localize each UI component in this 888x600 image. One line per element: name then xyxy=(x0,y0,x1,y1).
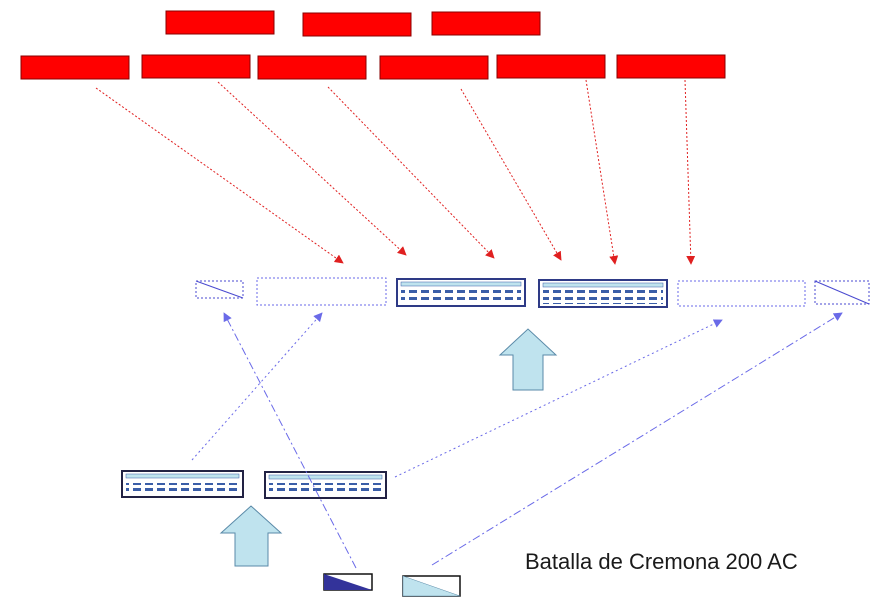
empty-position xyxy=(256,277,387,306)
bottom-cavalry xyxy=(323,573,461,597)
infantry-unit xyxy=(538,279,668,308)
red-unit xyxy=(141,54,251,79)
red-arrow xyxy=(684,79,696,265)
cavalry-unit xyxy=(402,575,461,597)
red-unit xyxy=(431,11,541,36)
up-arrow-icon xyxy=(219,505,283,567)
infantry-unit xyxy=(396,278,526,307)
red-arrow xyxy=(217,81,407,256)
blue-arrow xyxy=(191,312,323,461)
red-unit xyxy=(20,55,130,80)
red-unit xyxy=(257,55,367,80)
up-arrow-icon xyxy=(498,328,558,391)
blue-arrow xyxy=(431,312,843,566)
empty-position xyxy=(677,280,806,307)
red-army xyxy=(20,10,726,80)
infantry-unit xyxy=(121,470,244,498)
red-unit xyxy=(616,54,726,79)
red-arrow xyxy=(327,86,495,259)
red-unit xyxy=(496,54,606,79)
red-arrow xyxy=(460,88,562,261)
diagram-caption: Batalla de Cremona 200 AC xyxy=(525,549,798,574)
red-arrow xyxy=(95,87,344,264)
blue-move-arrows xyxy=(191,312,843,569)
reserve-infantry xyxy=(121,470,387,499)
cavalry-unit xyxy=(323,573,373,591)
red-arrow xyxy=(585,79,619,265)
red-unit xyxy=(379,55,489,80)
infantry-unit xyxy=(264,471,387,499)
blue-front-line xyxy=(195,277,870,308)
cavalry-unit xyxy=(814,280,870,305)
red-unit xyxy=(165,10,275,35)
red-attack-arrows xyxy=(95,79,696,265)
cavalry-unit xyxy=(195,280,244,299)
blue-arrow xyxy=(394,319,723,478)
red-unit xyxy=(302,12,412,37)
